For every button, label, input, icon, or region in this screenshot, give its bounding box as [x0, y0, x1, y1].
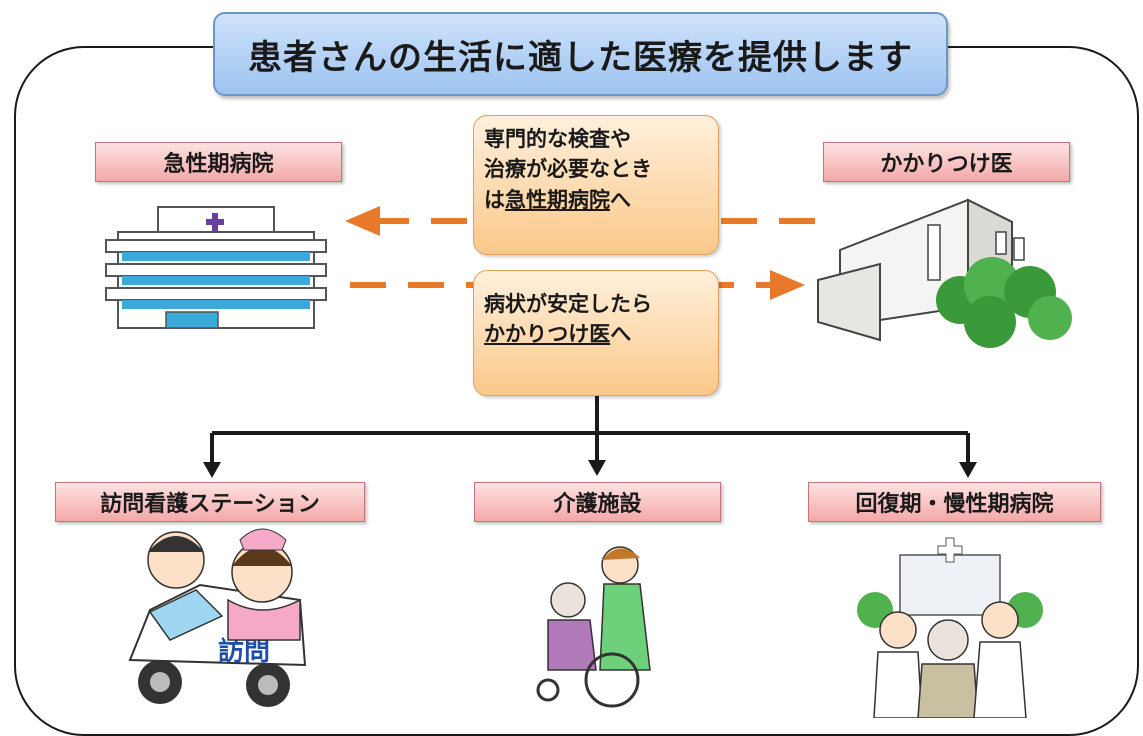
- bubble-to-acute-prefix: は: [484, 187, 505, 212]
- diagram-art: 訪問: [105, 198, 1072, 718]
- bubble-to-acute-line1: 専門的な検査や: [484, 127, 631, 151]
- page-title: 患者さんの生活に適した医療を提供します: [213, 12, 948, 96]
- label-acute-hospital: 急性期病院: [95, 142, 342, 182]
- bubble-to-family-line1: 病状が安定したら: [484, 292, 652, 316]
- arrowhead-care: [588, 460, 606, 476]
- label-family-doctor: かかりつけ医: [823, 142, 1070, 182]
- van-text: 訪問: [218, 636, 270, 667]
- label-recovery-hospital: 回復期・慢性期病院: [808, 482, 1101, 522]
- diagram-canvas: 患者さんの生活に適した医療を提供します 急性期病院 かかりつけ医 訪問看護ステー…: [14, 12, 1139, 736]
- label-home-nursing-station: 訪問看護ステーション: [55, 482, 365, 522]
- bubble-to-family-doctor: 病状が安定したら かかりつけ医へ: [473, 270, 719, 396]
- nurse-van-icon: 訪問: [128, 528, 307, 707]
- arrow-to-acute: [345, 206, 815, 236]
- doctors-group-icon: [857, 537, 1043, 718]
- hospital-building-icon: [105, 206, 327, 329]
- bubble-to-acute-suffix: へ: [610, 187, 631, 212]
- bubble-to-family-target: かかりつけ医: [484, 322, 611, 347]
- bubble-to-acute-line3: は急性期病院へ: [484, 185, 708, 215]
- bubble-to-acute-line2: 治療が必要なとき: [484, 157, 652, 182]
- arrowhead-recovery: [959, 462, 977, 478]
- bubble-to-family-line2: かかりつけ医へ: [484, 319, 708, 349]
- label-care-facility: 介護施設: [474, 482, 721, 522]
- arrowhead-home-nursing: [203, 462, 221, 478]
- bubble-to-family-suffix: へ: [610, 322, 632, 347]
- clinic-building-icon: [817, 198, 1072, 348]
- bubble-to-acute: 専門的な検査や 治療が必要なとき は急性期病院へ: [473, 115, 719, 255]
- connector-tree: [210, 396, 970, 465]
- bubble-to-acute-target: 急性期病院: [505, 187, 610, 212]
- caregiver-wheelchair-icon: [536, 546, 651, 708]
